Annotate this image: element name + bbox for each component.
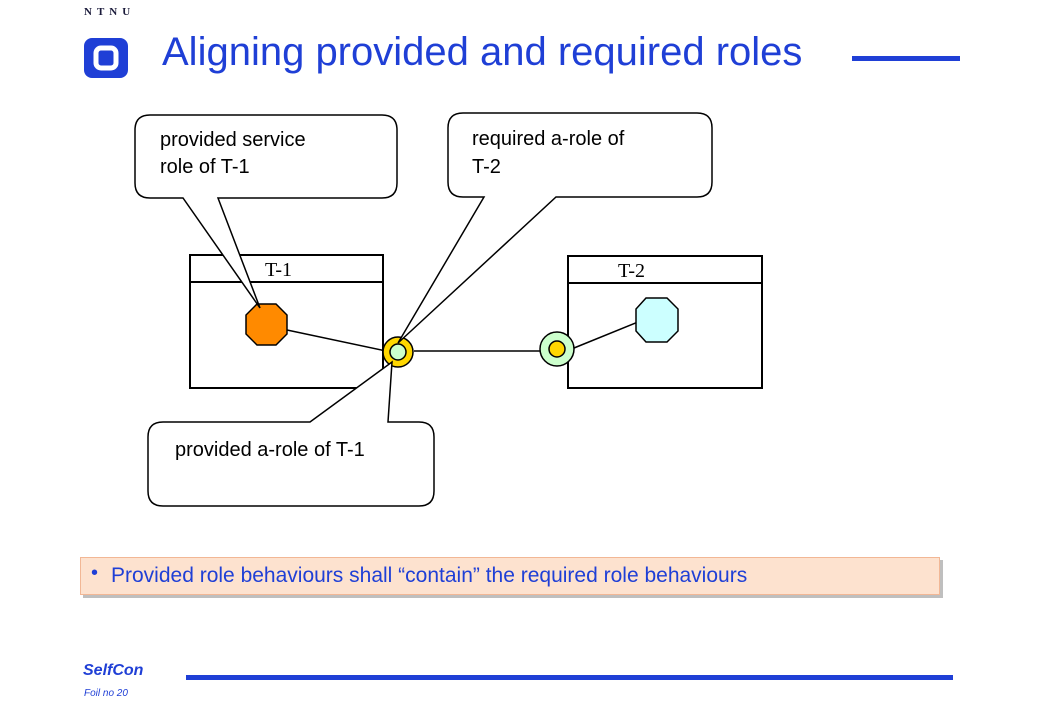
callout-3-line-1: provided a-role of T-1 bbox=[175, 439, 365, 461]
class-t2-label: T-2 bbox=[618, 260, 645, 282]
class-t1-label: T-1 bbox=[265, 259, 292, 281]
class-t1: T-1 bbox=[189, 254, 384, 389]
footer-brand: SelfCon bbox=[83, 662, 144, 679]
bullet-box: • Provided role behaviours shall “contai… bbox=[80, 557, 940, 595]
port-t2-inner bbox=[548, 340, 566, 358]
bullet-dot-icon: • bbox=[91, 562, 99, 584]
callout-2-line-2: T-2 bbox=[472, 156, 501, 178]
bullet-text: Provided role behaviours shall “contain”… bbox=[111, 564, 748, 587]
port-t1-inner bbox=[389, 343, 407, 361]
role-link-t2 bbox=[573, 321, 639, 349]
footer-rule bbox=[186, 675, 953, 680]
title-rule bbox=[852, 56, 960, 61]
callout-1-line-2: role of T-1 bbox=[160, 156, 250, 178]
provided-service-role-shape bbox=[245, 303, 288, 346]
callout-required-a-role: required a-role of T-2 bbox=[397, 112, 713, 344]
page-title: Aligning provided and required roles bbox=[162, 30, 803, 74]
logo-wordmark: NTNU bbox=[84, 6, 136, 18]
footer-foil-number: Foil no 20 bbox=[84, 688, 128, 699]
callout-provided-a-role: provided a-role of T-1 bbox=[147, 360, 435, 507]
required-role-shape bbox=[635, 297, 679, 343]
callout-1-line-1: provided service bbox=[160, 129, 306, 151]
role-link-t1 bbox=[286, 329, 387, 352]
callout-provided-service-role: provided service role of T-1 bbox=[134, 114, 398, 309]
callout-2-line-1: required a-role of bbox=[472, 128, 625, 150]
ntnu-logo-icon bbox=[84, 38, 128, 78]
